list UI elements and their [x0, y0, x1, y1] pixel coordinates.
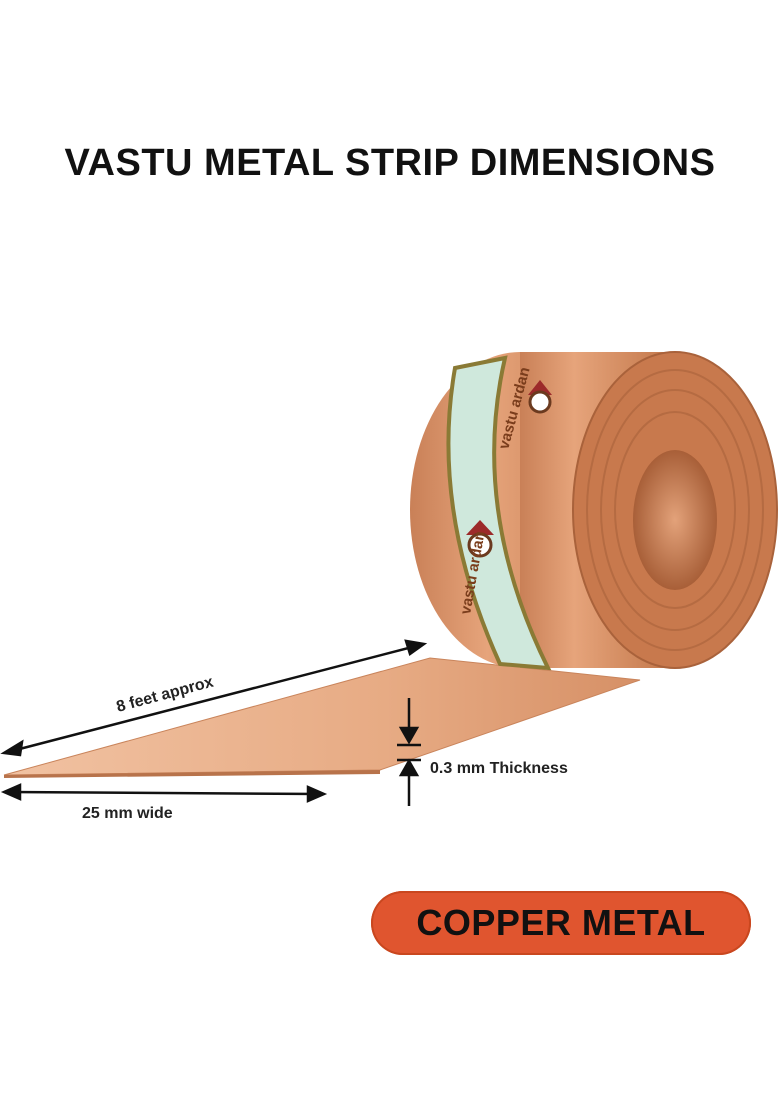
length-label: 8 feet approx	[115, 674, 216, 716]
length-dimension	[0, 639, 428, 757]
page-title: VASTU METAL STRIP DIMENSIONS	[64, 142, 716, 184]
width-dimension	[0, 783, 328, 803]
roll-hole	[633, 450, 717, 590]
flat-strip	[3, 657, 641, 776]
thickness-label: 0.3 mm Thickness	[430, 760, 568, 777]
label-band	[446, 355, 552, 671]
width-label: 25 mm wide	[82, 805, 173, 822]
thickness-dimension	[397, 698, 421, 806]
flat-strip-edge	[4, 770, 380, 778]
material-badge-label: COPPER METAL	[416, 902, 706, 943]
copper-roll	[410, 351, 778, 671]
material-badge: COPPER METAL	[371, 891, 751, 955]
